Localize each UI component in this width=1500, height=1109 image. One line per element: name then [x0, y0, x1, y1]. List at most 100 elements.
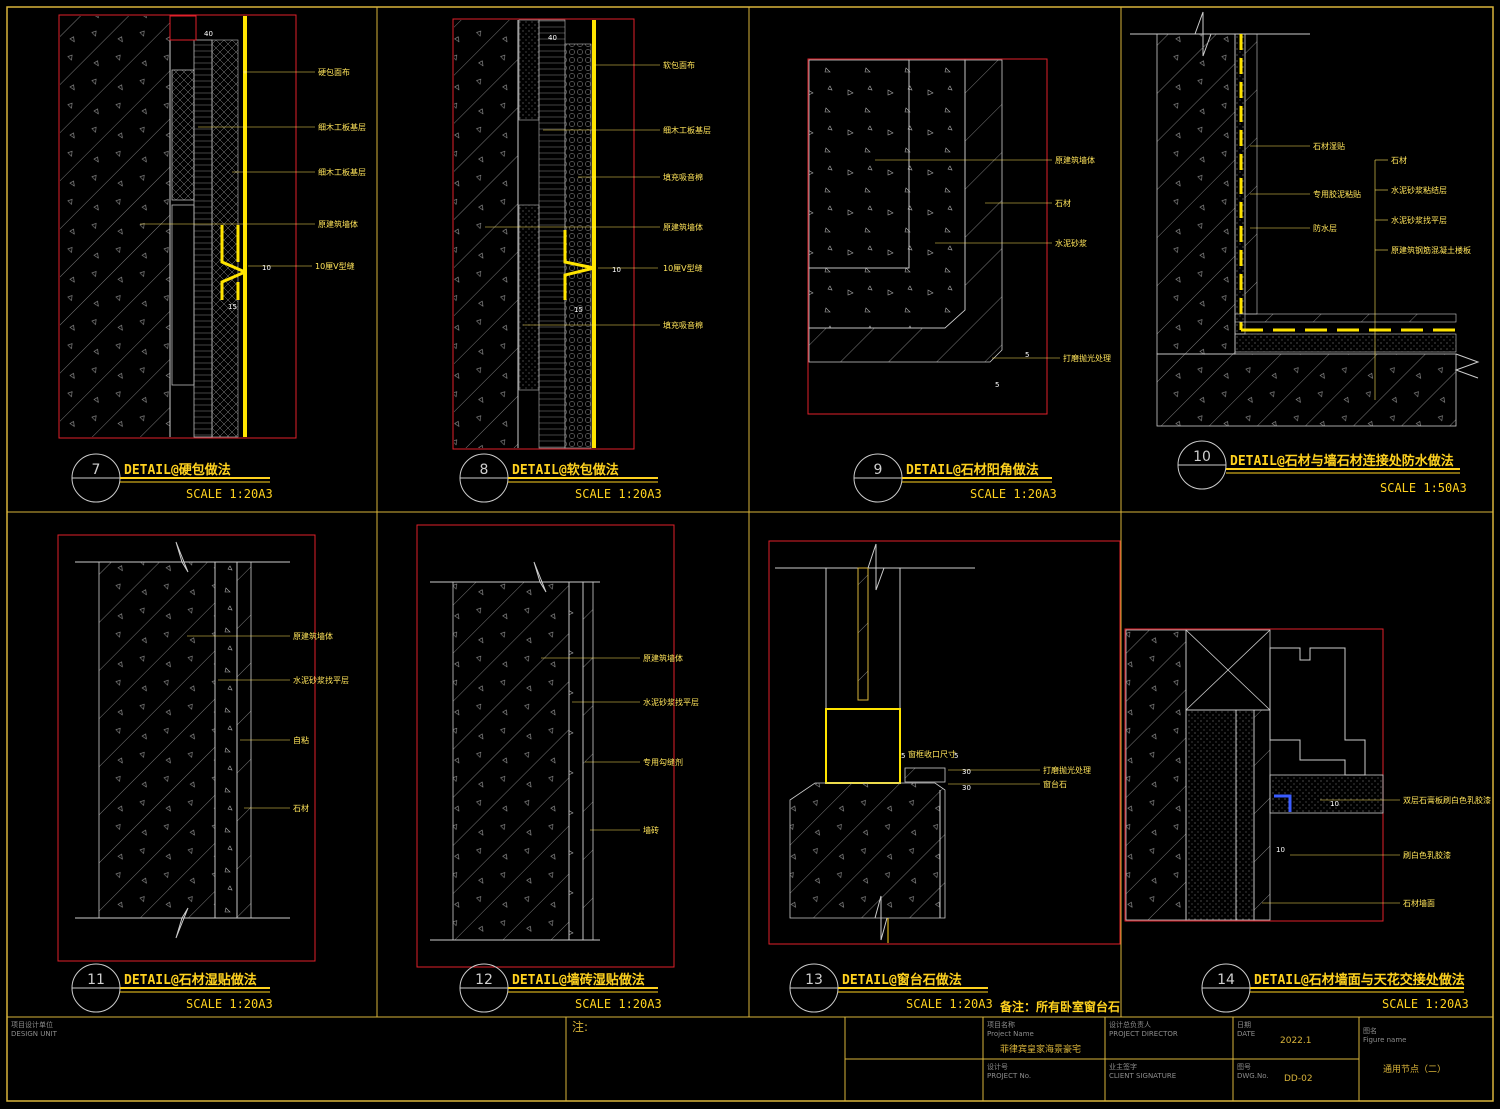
tb-figure-label: 图名 [1363, 1026, 1377, 1035]
tb-figure-name: 通用节点（二） [1383, 1064, 1446, 1075]
d8-label-0: 软包面布 [663, 60, 695, 70]
detail-10: 石材湿贴 专用胶泥粘贴 防水层 石材 水泥砂浆粘结层 水泥砂浆找平层 原建筑钢筋… [1130, 11, 1480, 495]
d9-title: DETAIL@石材阳角做法 [906, 462, 1039, 478]
d9-dim-1: 5 [995, 381, 999, 389]
d14-label-2: 石材墙面 [1403, 898, 1435, 908]
d10-label-6: 原建筑钢筋混凝土楼板 [1391, 245, 1471, 255]
d10-title: DETAIL@石材与墙石材连接处防水做法 [1230, 453, 1454, 469]
d8-label-2: 填充吸音棉 [663, 172, 703, 182]
d10-label-4: 水泥砂浆粘结层 [1391, 185, 1447, 195]
tb-project-no-label: 设计号 [987, 1062, 1008, 1071]
d13-note: 备注：所有卧室窗台石 [999, 999, 1120, 1014]
tb-project-name-label: 项目名称 [987, 1020, 1015, 1029]
tb-drawing-no: DD-02 [1284, 1074, 1313, 1084]
tb-project-name-en: Project Name [987, 1030, 1034, 1038]
tb-note-label: 注: [572, 1019, 588, 1034]
d11-number: 11 [87, 972, 105, 988]
d11-label-3: 石材 [293, 803, 309, 813]
d14-number: 14 [1217, 972, 1235, 988]
d14-label-0: 双层石膏板刷白色乳胶漆 [1403, 795, 1491, 805]
d9-label-0: 原建筑墙体 [1055, 155, 1095, 165]
d12-label-2: 专用勾缝剂 [643, 757, 683, 767]
tb-project-no-en: PROJECT No. [987, 1072, 1031, 1080]
tb-drawing-no-en: DWG.No. [1237, 1072, 1269, 1080]
d10-scale: SCALE 1:50A3 [1380, 481, 1467, 495]
d7-number: 7 [92, 462, 101, 478]
detail-7: 硬包面布 细木工板基层 细木工板基层 原建筑墙体 10厘V型缝 40 10 15… [58, 14, 366, 503]
d14-title: DETAIL@石材墙面与天花交接处做法 [1254, 972, 1465, 988]
d12-scale: SCALE 1:20A3 [575, 997, 662, 1011]
d11-label-2: 自粘 [293, 735, 309, 745]
d13-number: 13 [805, 972, 823, 988]
d7-title: DETAIL@硬包做法 [124, 462, 231, 478]
d12-title: DETAIL@墙砖湿贴做法 [512, 972, 645, 988]
d13-dim-2: 5 [954, 752, 958, 760]
d7-scale: SCALE 1:20A3 [186, 487, 273, 501]
tb-project-name: 菲律宾皇家海景豪宅 [1000, 1043, 1081, 1055]
d14-label-1: 刷白色乳胶漆 [1403, 850, 1451, 860]
tb-director-en: PROJECT DIRECTOR [1109, 1030, 1178, 1038]
tb-date: 2022.1 [1280, 1036, 1312, 1046]
d7-label-0: 硬包面布 [318, 67, 350, 77]
detail-12: 原建筑墙体 水泥砂浆找平层 专用勾缝剂 墙砖 12 DETAIL@墙砖湿贴做法 … [416, 524, 699, 1013]
d9-dim-0: 5 [1025, 351, 1029, 359]
d13-scale: SCALE 1:20A3 [906, 997, 993, 1011]
d13-title: DETAIL@窗台石做法 [842, 972, 962, 988]
detail-14: 双层石膏板刷白色乳胶漆 刷白色乳胶漆 石材墙面 10 10 14 DETAIL@… [1124, 628, 1491, 1013]
tb-client-en: CLIENT SIGNATURE [1109, 1072, 1176, 1080]
title-block: 项目设计单位 DESIGN UNIT 注: 项目名称 Project Name … [6, 1016, 1494, 1102]
d13-dim-0: 5 [901, 752, 905, 760]
d12-number: 12 [475, 972, 493, 988]
d9-label-1: 石材 [1055, 198, 1071, 208]
d7-label-2: 细木工板基层 [318, 167, 366, 177]
detail-11: 原建筑墙体 水泥砂浆找平层 自粘 石材 11 DETAIL@石材湿贴做法 SCA… [57, 534, 349, 1013]
d8-dim-2: 15 [574, 306, 583, 314]
d11-title: DETAIL@石材湿贴做法 [124, 972, 257, 988]
tb-client-label: 业主签字 [1109, 1062, 1137, 1071]
d8-label-4: 10厘V型缝 [663, 263, 703, 273]
d10-label-2: 防水层 [1313, 223, 1337, 233]
tb-figure-en: Figure name [1363, 1036, 1406, 1044]
d12-label-0: 原建筑墙体 [643, 653, 683, 663]
d13-dim-1: 窗框收口尺寸 [908, 749, 956, 759]
d10-label-1: 专用胶泥粘贴 [1313, 189, 1361, 199]
d13-label-1: 窗台石 [1043, 779, 1067, 789]
tb-date-label: 日期 [1237, 1021, 1251, 1029]
d7-dim-1: 10 [262, 264, 271, 272]
d8-number: 8 [480, 462, 489, 478]
d10-number: 10 [1193, 449, 1211, 465]
d12-label-1: 水泥砂浆找平层 [643, 697, 699, 707]
d9-scale: SCALE 1:20A3 [970, 487, 1057, 501]
d11-label-1: 水泥砂浆找平层 [293, 675, 349, 685]
tb-design-unit: 项目设计单位 [11, 1020, 53, 1029]
tb-design-unit-en: DESIGN UNIT [11, 1030, 58, 1038]
d10-label-0: 石材湿贴 [1313, 141, 1345, 151]
d7-label-3: 原建筑墙体 [318, 219, 358, 229]
d8-label-3: 原建筑墙体 [663, 222, 703, 232]
d11-label-0: 原建筑墙体 [293, 631, 333, 641]
d13-label-0: 打磨抛光处理 [1043, 765, 1091, 775]
d8-dim-0: 40 [548, 34, 557, 42]
d8-dim-1: 10 [612, 266, 621, 274]
d14-dim-0: 10 [1330, 800, 1339, 808]
d11-scale: SCALE 1:20A3 [186, 997, 273, 1011]
d10-label-3: 石材 [1391, 155, 1407, 165]
d10-label-5: 水泥砂浆找平层 [1391, 215, 1447, 225]
tb-director-label: 设计总负责人 [1109, 1020, 1151, 1029]
d14-scale: SCALE 1:20A3 [1382, 997, 1469, 1011]
detail-9: 原建筑墙体 石材 水泥砂浆 打磨抛光处理 5 5 9 DETAIL@石材阳角做法… [807, 58, 1111, 503]
d9-label-3: 打磨抛光处理 [1063, 353, 1111, 363]
d13-dim-4: 30 [962, 784, 971, 792]
d9-number: 9 [874, 462, 883, 478]
d8-scale: SCALE 1:20A3 [575, 487, 662, 501]
d9-label-2: 水泥砂浆 [1055, 238, 1087, 248]
d8-title: DETAIL@软包做法 [512, 462, 619, 478]
d7-dim-2: 15 [228, 303, 237, 311]
d7-label-4: 10厘V型缝 [315, 261, 355, 271]
detail-8: 软包面布 细木工板基层 填充吸音棉 原建筑墙体 10厘V型缝 填充吸音棉 40 … [452, 18, 711, 503]
tb-drawing-no-label: 图号 [1237, 1063, 1251, 1071]
d8-label-1: 细木工板基层 [663, 125, 711, 135]
detail-13: 打磨抛光处理 窗台石 5 窗框收口尺寸 5 30 30 13 DETAIL@窗台… [768, 540, 1121, 1014]
d14-dim-1: 10 [1276, 846, 1285, 854]
